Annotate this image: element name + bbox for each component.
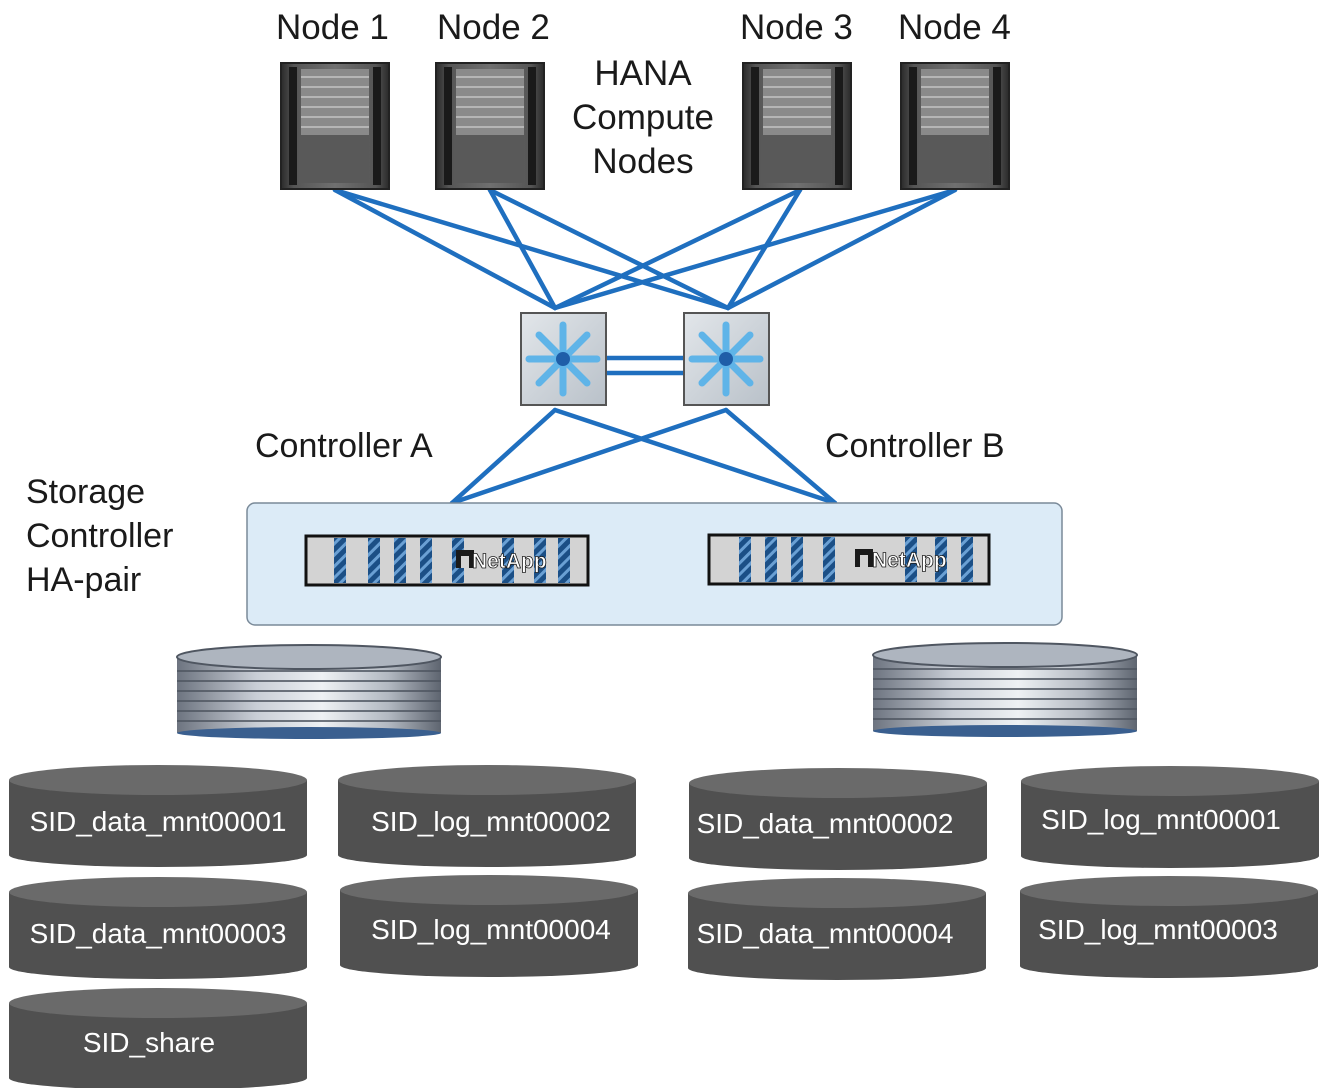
storage-label-line1: Storage [26,473,146,511]
disk-shelf-icon [872,642,1138,737]
volume-label: SID_log_mnt00004 [371,914,611,945]
link-switch1-ctrlA [449,407,558,506]
controller-a-label: Controller A [255,427,433,465]
volume-label: SID_share [82,1027,216,1058]
link-node4-switch2 [725,187,958,311]
storage-label-line3: HA-pair [26,561,142,599]
server-icon [742,62,852,190]
link-node2-switch2 [487,187,731,311]
network-links [332,187,958,506]
link-node3-switch1 [552,187,803,311]
network-switch-icon [683,312,770,406]
netapp-logo-b: NetApp [872,549,947,572]
network-switch-icon [520,312,607,406]
volume-label: SID_data_mnt00002 [696,808,954,839]
disk-shelf-icon [176,644,442,739]
link-node3-switch2 [725,187,803,311]
link-node1-switch2 [332,187,731,311]
netapp-controller-icon [707,533,991,586]
volume-label: SID_log_mnt00003 [1038,914,1278,945]
hana-compute-nodes-label: HANA Compute Nodes [555,52,731,184]
hana-label-line1: HANA [594,54,692,93]
controller-b-label: Controller B [825,427,1005,465]
link-switch2-ctrlB [723,407,838,506]
link-switch2-ctrlA [449,407,729,506]
link-node1-switch1 [332,187,558,311]
link-node4-switch1 [552,187,958,311]
node-1-label: Node 1 [276,8,389,47]
node-2-label: Node 2 [437,8,550,47]
volume-cylinder-icon [9,765,1319,1088]
volume-label: SID_data_mnt00004 [696,918,954,949]
volume-label: SID_log_mnt00001 [1041,804,1281,835]
hana-label-line3: Nodes [592,142,694,181]
node-4-label: Node 4 [898,8,1011,47]
server-icon [900,62,1010,190]
link-switch1-ctrlB [552,407,838,506]
volume-label: SID_log_mnt00002 [371,806,611,837]
volume-label: SID_data_mnt00003 [29,918,287,949]
netapp-controller-icon [304,534,590,587]
hana-label-line2: Compute [571,98,715,137]
netapp-logo-a: NetApp [472,550,547,573]
volume-label: SID_data_mnt00001 [29,806,287,837]
server-icon [280,62,390,190]
server-icon [435,62,545,190]
node-3-label: Node 3 [740,8,853,47]
storage-ha-pair-label: Storage Controller HA-pair [26,470,173,602]
storage-label-line2: Controller [26,517,174,555]
link-node2-switch1 [487,187,558,311]
